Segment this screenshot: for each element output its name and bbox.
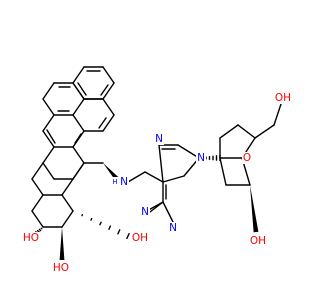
saturated-link [72, 162, 85, 180]
sugar-3-oh-label: OH [250, 235, 266, 247]
imidazole-ring [162, 175, 185, 183]
hydroxyl-label-1: HO [23, 232, 39, 244]
hydroxyl-bond-3 [108, 225, 112, 230]
aromatic-double [98, 117, 107, 129]
aromatic-ring-middle [42, 82, 55, 100]
imidazole-n7-label: N [155, 133, 163, 145]
amine-h-label: H [112, 178, 117, 186]
hydroxyl-bond-1 [40, 227, 43, 230]
aromatic-ring-left [42, 114, 55, 132]
tetrahydro-ring [61, 210, 74, 228]
atom-labels: HO HO OH N H N N N N O OH OH [22, 92, 292, 274]
imidazole-ring [177, 144, 200, 159]
tetrahydro-ring [31, 210, 44, 228]
tetrahydro-ring [31, 194, 44, 212]
aromatic-ring-middle [72, 98, 85, 116]
hydroxyl-label-2: HO [53, 262, 69, 274]
saturated-ring [42, 146, 55, 164]
aromatic-ring-right [72, 114, 85, 132]
aromatic-double [46, 129, 56, 144]
hydroxyl-bond-3 [126, 232, 130, 240]
pyrimidine-ring [144, 171, 164, 183]
hydroxymethyl-oh-label: OH [275, 92, 291, 104]
hydroxymethyl-bond [254, 124, 275, 139]
aromatic-double [100, 84, 109, 96]
aromatic-ring-right [102, 114, 115, 132]
aromatic-ring-middle [72, 82, 85, 100]
structure-diagram: HO HO OH N H N N N N O OH OH [22, 66, 292, 274]
sugar-ring-oxygen-label: O [243, 152, 251, 164]
amine-bond [103, 163, 120, 182]
saturated-ring [42, 162, 55, 180]
hydroxyl-bond-2 [59, 227, 65, 260]
pyrimidine-n3-label: N [169, 222, 177, 234]
imidazole-n9-label: N [197, 152, 205, 164]
aromatic-double [74, 133, 82, 144]
aromatic-ring-left [42, 130, 55, 148]
imidazole-bond [158, 144, 164, 183]
aromatic-ring-top [102, 66, 115, 84]
sugar-oh-bond [250, 185, 259, 233]
tetrahydro-ring [61, 194, 74, 212]
saturated-ring [72, 146, 85, 164]
sugar-ring [237, 124, 256, 139]
aromatic-double [77, 82, 87, 96]
hydroxyl-bond-3 [99, 221, 102, 226]
saturated-link [31, 162, 44, 180]
aromatic-ring-right [102, 98, 115, 116]
hydroxyl-label-3: OH [132, 232, 148, 244]
hydroxyl-bond-3 [90, 217, 93, 221]
saturated-link [61, 178, 74, 196]
pyrimidine-bond [162, 201, 174, 223]
aromatic-ring-top [102, 82, 115, 100]
saturated-link [31, 178, 44, 196]
amine-n-label: N [120, 176, 128, 188]
aromatic-ring-top [72, 66, 85, 84]
molecule-canvas: HO HO OH N H N N N N O OH OH [22, 66, 292, 274]
pyrimidine-n1-label: N [141, 206, 149, 218]
hydroxyl-bond-3 [117, 229, 121, 235]
pyrimidine-bond [149, 201, 164, 213]
sugar-ring [219, 124, 239, 139]
hydroxyl-bond-1 [38, 228, 42, 232]
pyrimidine-ring [127, 171, 146, 183]
bond-lines [31, 66, 284, 260]
aromatic-ring-middle [42, 98, 55, 116]
sugar-ring-lower [219, 157, 227, 186]
